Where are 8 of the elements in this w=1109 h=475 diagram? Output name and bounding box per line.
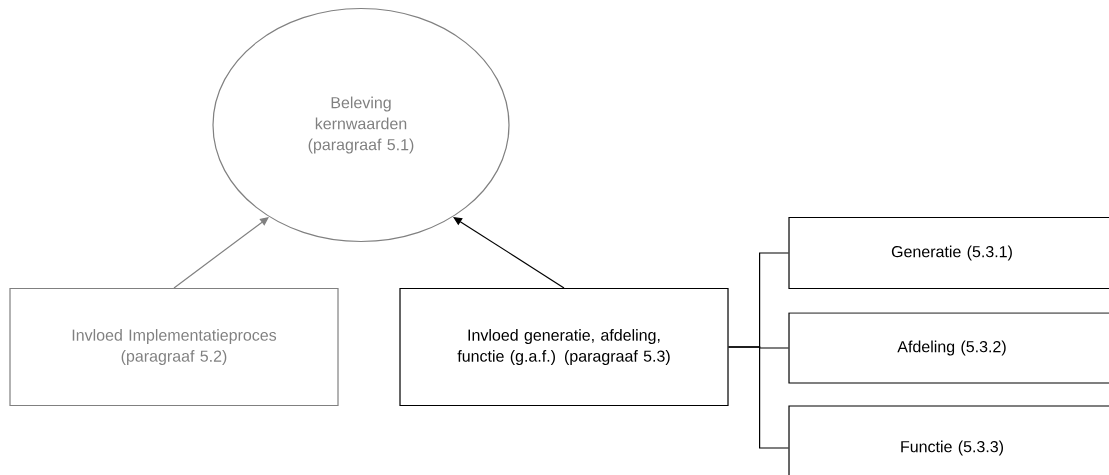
arrow (173, 217, 269, 289)
arrow (453, 217, 565, 289)
process-box: Generatie (5.3.1) (788, 216, 1109, 290)
process-box: Invloed generatie, afdeling, functie (g.a.f.) (paragraaf 5.3) (399, 287, 729, 407)
process-box: Functie (5.3.3) (788, 405, 1109, 475)
process-box: Afdeling (5.3.2) (788, 312, 1109, 384)
process-box: Invloed Implementatieproces (paragraaf 5.2) (9, 287, 339, 407)
connector-line (728, 346, 789, 449)
